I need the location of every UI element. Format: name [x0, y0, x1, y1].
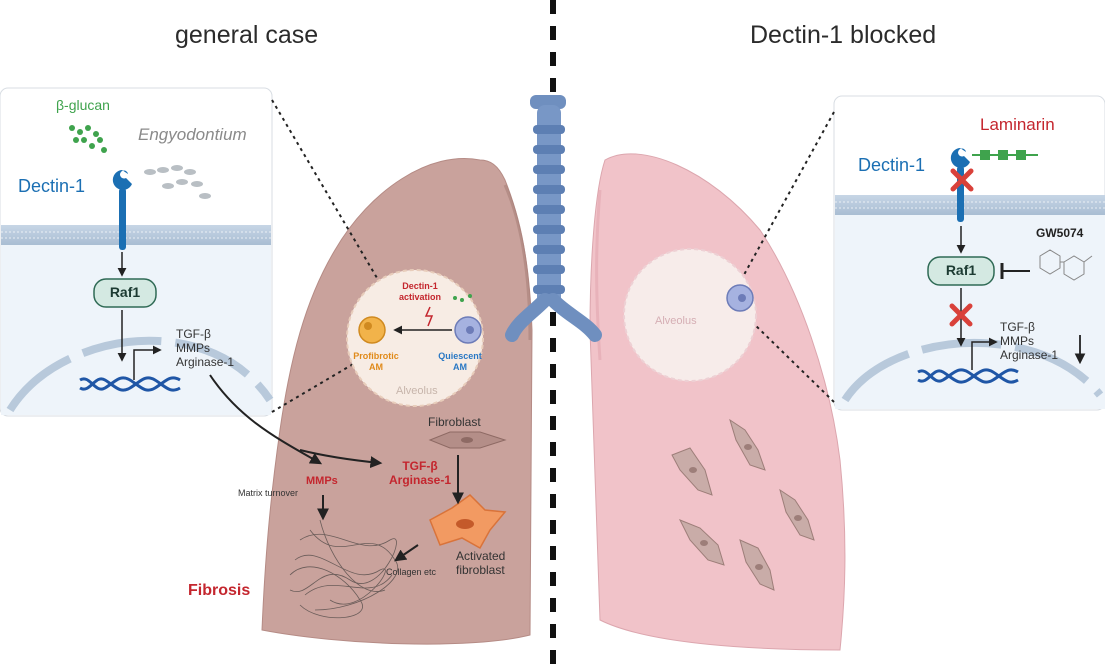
profibrotic-am-label-1: Profibrotic: [353, 351, 399, 361]
gene-mmps-right: MMPs: [1000, 334, 1034, 348]
laminarin-label: Laminarin: [980, 115, 1055, 134]
arginase1-label: Arginase-1: [388, 473, 452, 487]
beta-glucan-icon: [69, 125, 107, 153]
gene-arginase-left: Arginase-1: [176, 355, 235, 369]
dna-icon-right: [917, 368, 1019, 384]
laminarin-icon: [972, 150, 1038, 160]
alveolus-left: [346, 269, 484, 407]
gene-arginase-right: Arginase-1: [1000, 348, 1059, 362]
mmps-label: MMPs: [306, 475, 338, 487]
activated-fibroblast-label-2: fibroblast: [456, 563, 505, 577]
fibrosis-label: Fibrosis: [188, 582, 251, 599]
alveolus-label-right: Alveolus: [655, 315, 697, 327]
profibrotic-am-label-2: AM: [369, 362, 383, 372]
gw5074-molecule-icon: [1039, 249, 1093, 281]
raf1-box-right: [927, 256, 995, 286]
heading-dectin1-blocked: Dectin-1 blocked: [750, 21, 937, 49]
gw5074-label: GW5074: [1036, 226, 1084, 240]
dectin1-activation-label-2: activation: [398, 292, 441, 302]
gene-mmps-left: MMPs: [176, 341, 210, 355]
gene-tgfb-left: TGF-β: [176, 327, 211, 341]
block-x-icon: [950, 168, 974, 192]
raf1-label-right: Raf1: [945, 262, 977, 278]
left-signaling-panel: [0, 87, 274, 417]
alveolus-label-left: Alveolus: [396, 385, 438, 397]
right-lung: [589, 153, 846, 651]
engyodontium-label: Engyodontium: [138, 125, 247, 144]
raf1-label-left: Raf1: [109, 284, 141, 300]
alveolus-right: [623, 248, 757, 382]
right-signaling-panel: [833, 95, 1105, 411]
beta-glucan-label: β-glucan: [56, 97, 110, 113]
heading-general-case: general case: [175, 21, 319, 49]
collagen-fibers: [289, 519, 398, 619]
block-x-icon-2: [949, 303, 973, 327]
matrix-turnover-label: Matrix turnover: [238, 488, 299, 498]
tgfb-label: TGF-β: [402, 459, 438, 473]
gene-tgfb-right: TGF-β: [1000, 320, 1035, 334]
quiescent-am-label-2: AM: [453, 362, 467, 372]
activated-fibroblast-label-1: Activated: [456, 549, 506, 563]
raf1-box-left: [93, 278, 157, 308]
quiescent-am-label-1: Quiescent: [438, 351, 482, 361]
trachea: [505, 95, 602, 342]
fibroblast-label: Fibroblast: [428, 415, 481, 429]
dectin1-activation-label-1: Dectin-1: [402, 281, 438, 291]
dectin1-label-left: Dectin-1: [18, 176, 86, 196]
collagen-label: Collagen etc: [386, 567, 437, 577]
fibroblast-cell: [428, 431, 507, 449]
dectin1-receptor-icon: [112, 170, 132, 250]
dna-icon: [79, 376, 181, 392]
dectin1-label-right: Dectin-1: [858, 155, 926, 175]
engyodontium-spores-icon: [144, 165, 211, 199]
